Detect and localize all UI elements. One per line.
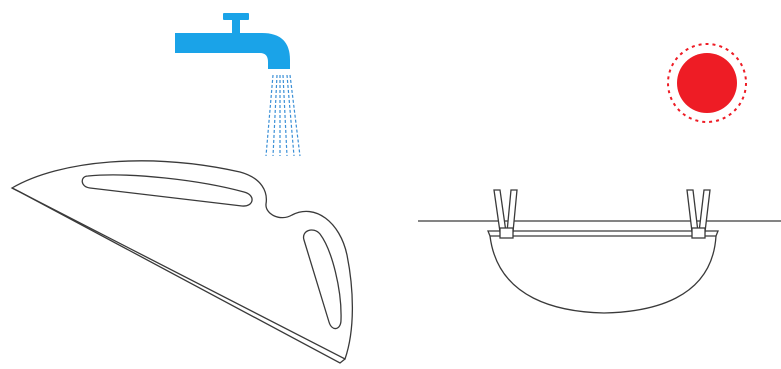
hanging-mop-pad-icon [488,231,718,313]
mop-pad-icon [12,161,352,363]
sun-icon [668,44,746,122]
faucet-icon [175,13,290,69]
dry-step [418,44,781,313]
water-stream-icon [266,75,300,156]
wash-step [12,13,352,363]
